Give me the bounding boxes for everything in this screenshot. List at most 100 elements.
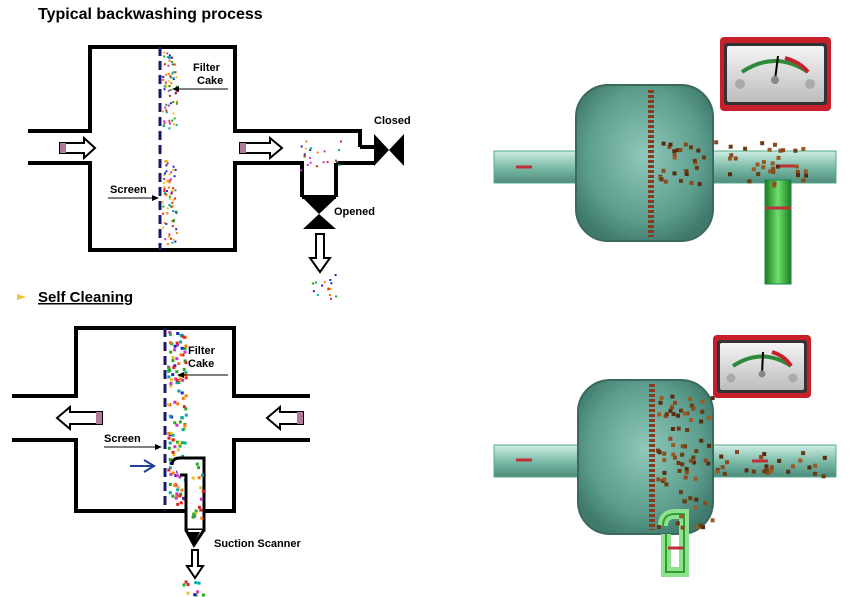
pointer-arrowhead-icon xyxy=(177,372,184,378)
debris-particle xyxy=(176,502,180,506)
debris-particle xyxy=(171,450,175,454)
debris-particle xyxy=(714,140,719,145)
debris-particle xyxy=(761,160,766,165)
debris-particle xyxy=(710,518,715,523)
debris-particle xyxy=(168,173,171,176)
debris-particle xyxy=(186,591,190,595)
debris-particle xyxy=(163,124,166,127)
debris-particle xyxy=(175,76,178,78)
debris-particle xyxy=(694,497,699,502)
debris-particle xyxy=(165,212,168,215)
debris-particle xyxy=(695,525,700,530)
debris-particle xyxy=(173,117,176,120)
debris-particle xyxy=(773,142,777,147)
debris-particle xyxy=(162,201,164,204)
debris-particle xyxy=(668,436,673,441)
debris-particle xyxy=(173,175,176,178)
debris-particle xyxy=(329,279,332,281)
debris-particle xyxy=(329,294,331,296)
debris-particle xyxy=(167,403,171,406)
debris-particle xyxy=(770,161,775,166)
debris-particle xyxy=(672,155,677,160)
debris-particle xyxy=(685,428,690,432)
debris-particle xyxy=(172,71,175,74)
debris-particle xyxy=(168,120,171,123)
debris-particle xyxy=(656,477,661,482)
debris-particle xyxy=(182,335,186,339)
debris-particle xyxy=(181,396,185,400)
debris-particle xyxy=(702,155,706,160)
debris-particle xyxy=(200,516,204,520)
debris-particle xyxy=(795,169,800,174)
debris-particle xyxy=(173,400,177,404)
debris-particle xyxy=(162,212,165,215)
debris-particle xyxy=(163,88,166,91)
debris-particle xyxy=(164,106,167,109)
debris-particle xyxy=(166,160,168,162)
debris-particle xyxy=(176,440,179,444)
debris-particle xyxy=(330,282,333,285)
debris-particle xyxy=(769,465,774,470)
pipe-right-bottom xyxy=(699,444,837,478)
debris-particle xyxy=(184,376,188,380)
debris-particle xyxy=(167,236,170,238)
debris-particle xyxy=(170,56,173,59)
debris-particle xyxy=(171,438,175,442)
self-cleaning-filter-cake-label-1: Filter xyxy=(188,345,216,357)
debris-particle xyxy=(309,149,312,151)
debris-particle xyxy=(172,238,175,241)
debris-particle xyxy=(163,173,166,176)
debris-particle xyxy=(177,381,181,385)
debris-particle xyxy=(165,222,168,225)
debris-particle xyxy=(173,63,176,66)
debris-particle xyxy=(778,148,783,153)
valve-icon xyxy=(188,532,200,543)
debris-particle xyxy=(710,396,715,401)
debris-particle xyxy=(179,377,183,381)
debris-particle xyxy=(171,494,175,498)
debris-particle xyxy=(171,471,175,475)
debris-particle xyxy=(169,197,171,200)
debris-particle xyxy=(775,164,780,169)
debris-particle xyxy=(668,408,673,413)
debris-particle xyxy=(191,515,195,519)
debris-particle xyxy=(171,356,175,359)
debris-particle xyxy=(182,405,186,409)
debris-particle xyxy=(793,148,798,153)
debris-particle xyxy=(179,492,183,496)
debris-particle xyxy=(178,420,182,424)
debris-particle xyxy=(194,581,198,585)
debris-particle xyxy=(683,142,688,147)
debris-particle xyxy=(330,297,332,300)
debris-particle xyxy=(193,514,197,518)
debris-particle xyxy=(691,455,696,460)
debris-particle xyxy=(165,109,168,112)
debris-particle xyxy=(699,438,704,443)
debris-particle xyxy=(300,169,303,172)
debris-particle xyxy=(173,364,177,368)
debris-particle xyxy=(309,161,312,164)
debris-particle xyxy=(179,340,183,344)
debris-particle xyxy=(172,165,175,168)
debris-particle xyxy=(197,505,201,509)
pointer-arrowhead-icon xyxy=(172,86,179,92)
debris-particle xyxy=(323,150,326,153)
debris-particle xyxy=(178,444,182,448)
debris-particle xyxy=(163,221,166,224)
debris-particle xyxy=(165,164,168,167)
debris-particle xyxy=(164,172,166,175)
debris-particle xyxy=(174,168,177,171)
debris-particle xyxy=(751,469,756,474)
debris-particle xyxy=(175,495,179,498)
debris-particle xyxy=(163,63,166,66)
debris-particle xyxy=(694,165,699,170)
debris-particle xyxy=(323,281,326,284)
debris-particle xyxy=(175,100,178,103)
debris-particle xyxy=(303,153,306,156)
backwash-housing xyxy=(28,45,374,252)
debris-particle xyxy=(170,171,173,174)
debris-particle xyxy=(171,225,174,228)
debris-particle xyxy=(167,446,171,450)
debris-particle xyxy=(173,421,177,425)
debris-particle xyxy=(169,382,173,385)
